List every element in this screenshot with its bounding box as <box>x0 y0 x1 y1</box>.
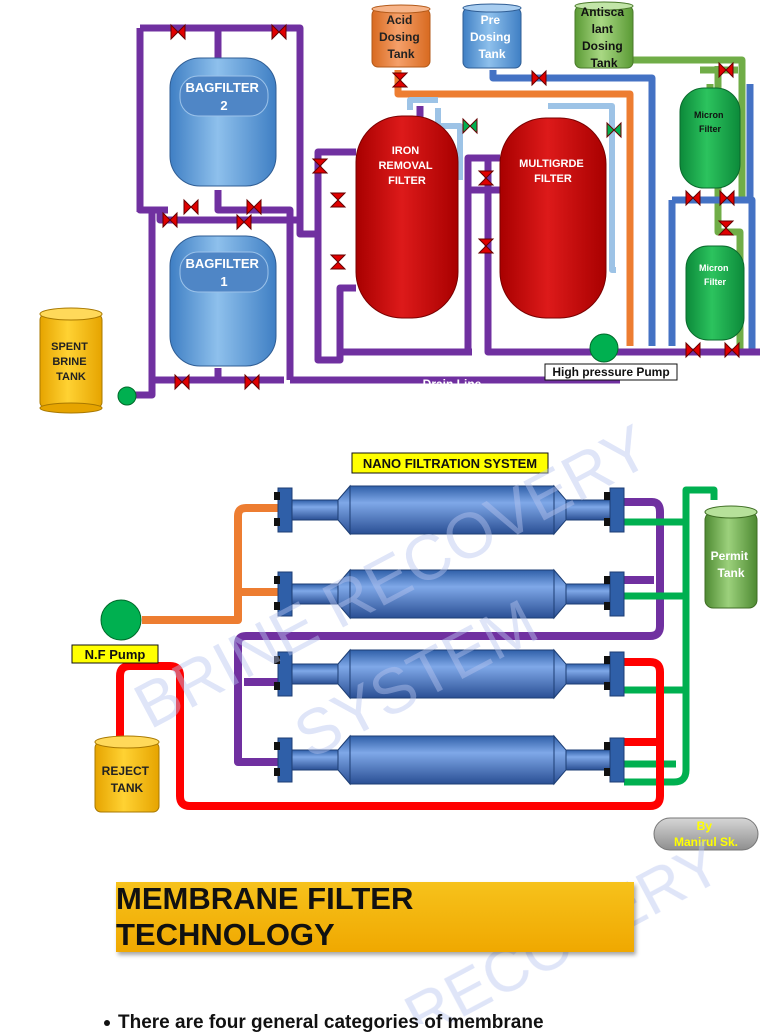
membrane-vessel <box>274 484 625 536</box>
red-valve-icon <box>271 23 287 41</box>
nf-pump: N.F Pump <box>71 599 159 664</box>
red-valve-icon <box>531 69 547 87</box>
bullet-dot <box>104 1019 110 1026</box>
drain-line-label: Drain Line <box>423 377 482 391</box>
micron-filter-1: Micron Filter <box>679 87 741 189</box>
svg-text:N.F Pump: N.F Pump <box>85 647 146 662</box>
nano-title: NANO FILTRATION SYSTEM <box>351 452 549 474</box>
svg-text:BAGFILTER 1: BAGFILTER 1 <box>185 256 262 289</box>
valves <box>162 23 740 391</box>
svg-text:MULTIGRDE FILTER: MULTIGRDE FILTER <box>519 158 587 185</box>
pre-dosing-line <box>489 70 656 346</box>
red-valve-icon <box>329 192 347 208</box>
high-pressure-pump: High pressure Pump <box>544 333 678 381</box>
membrane-vessels <box>274 484 625 786</box>
acid-dosing-tank: Acid Dosing Tank <box>371 4 431 68</box>
red-valve-icon <box>724 341 740 359</box>
micron-filter-2: Micron Filter <box>685 245 745 341</box>
svg-text:Micron Filter: Micron Filter <box>699 263 731 287</box>
red-valve-icon <box>236 213 252 231</box>
red-valve-icon <box>170 23 186 41</box>
green-valve-icon <box>606 121 622 139</box>
multigrade-filter: MULTIGRDE FILTER <box>499 117 607 319</box>
backwash-line <box>407 97 616 273</box>
svg-text:IRON REMOVAL FILTE: IRON REMOVAL FILTER <box>378 145 435 187</box>
permit-tank: Permit Tank <box>704 505 758 609</box>
red-valve-icon <box>685 189 701 207</box>
bullet-point: There are four general categories of mem… <box>104 1012 704 1034</box>
svg-text:Micron Filter: Micron Filter <box>694 110 726 134</box>
pre-tank-label: Pre Dosing Tank <box>470 13 514 61</box>
spent-brine-tank: SPENT BRINE TANK <box>39 307 103 414</box>
red-valve-icon <box>174 373 190 391</box>
antiscalant-dosing-tank: Antisca lant Dosing Tank <box>574 1 634 70</box>
nano-pipes <box>116 486 718 810</box>
membrane-vessel <box>274 648 625 700</box>
membrane-vessel <box>274 734 625 786</box>
heading-text: MEMBRANE FILTER TECHNOLOGY <box>116 881 414 952</box>
red-valve-icon <box>719 189 735 207</box>
svg-text:NANO FILTRATION SYSTEM: NANO FILTRATION SYSTEM <box>363 456 537 471</box>
membrane-vessel <box>274 568 625 620</box>
red-valve-icon <box>717 220 735 236</box>
antiscalant-tank-label: Antisca lant Dosing Tank <box>581 5 628 70</box>
transfer-pump <box>117 386 137 406</box>
red-valve-icon <box>311 158 329 174</box>
svg-text:By Manirul Sk.: By Manirul Sk. <box>674 819 738 849</box>
bullet-text: There are four general categories of mem… <box>118 1012 544 1033</box>
reject-tank: REJECT TANK <box>94 735 160 813</box>
svg-text:SPENT BRINE TANK: SPENT BRINE TANK <box>51 341 91 383</box>
bagfilter-2: BAGFILTER 2 <box>169 57 277 187</box>
red-valve-icon <box>183 198 199 216</box>
red-valve-icon <box>718 61 734 79</box>
acid-tank-label: Acid Dosing Tank <box>379 13 423 61</box>
red-valve-icon <box>162 211 178 229</box>
red-valve-icon <box>391 72 409 88</box>
svg-text:REJECT TANK: REJECT TANK <box>102 764 153 795</box>
red-valve-icon <box>477 170 495 186</box>
green-valve-icon <box>462 117 478 135</box>
author-credit: By Manirul Sk. <box>653 817 759 851</box>
red-valve-icon <box>329 254 347 270</box>
svg-text:BAGFILTER 2: BAGFILTER 2 <box>185 80 262 113</box>
iron-removal-filter: IRON REMOVAL FILTER <box>355 115 459 319</box>
svg-text:Permit Tank: Permit Tank <box>711 549 752 580</box>
membrane-heading: MEMBRANE FILTER TECHNOLOGY <box>116 881 634 952</box>
red-valve-icon <box>685 341 701 359</box>
red-valve-icon <box>246 198 262 216</box>
pre-dosing-tank: Pre Dosing Tank <box>462 3 522 69</box>
svg-text:High pressure Pump: High pressure Pump <box>552 365 669 379</box>
red-valve-icon <box>477 238 495 254</box>
bagfilter-1: BAGFILTER 1 <box>169 235 277 367</box>
red-valve-icon <box>244 373 260 391</box>
